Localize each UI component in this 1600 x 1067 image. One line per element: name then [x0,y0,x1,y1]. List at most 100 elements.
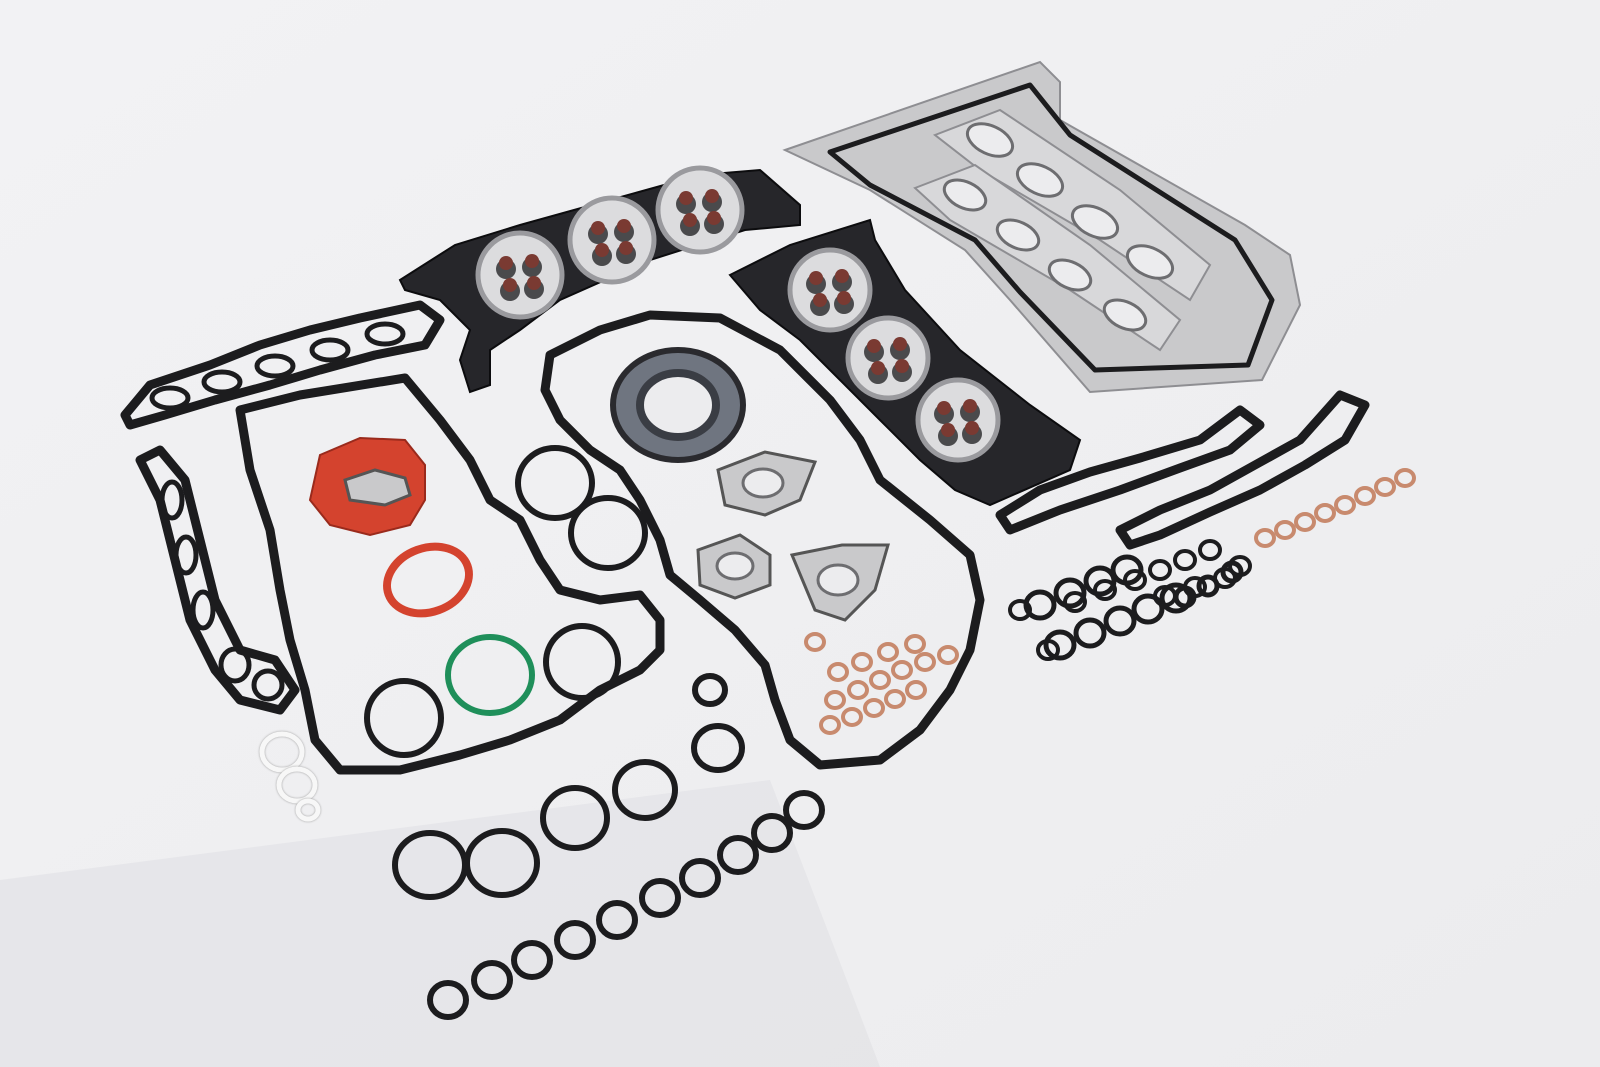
exhaust-manifold-gasket [789,543,890,622]
o-ring [679,858,721,898]
o-ring [1083,565,1117,597]
spark-plug-tube-seal [1115,390,1370,550]
o-ring [1228,555,1252,577]
o-ring [511,940,553,980]
valve-stem-seal [496,256,516,279]
valve-stem-seal [500,278,520,301]
copper-washer [1334,495,1356,515]
o-ring [596,900,638,940]
o-ring [543,623,621,701]
o-ring [1198,539,1222,561]
white-ring [259,731,305,773]
valve-stem-seal [676,191,696,214]
copper-washer [804,632,826,652]
o-ring [692,673,728,707]
white-ring [276,766,318,804]
valve-stem-seal [938,423,958,446]
manifold-gasket [932,108,1212,302]
o-ring [639,878,681,918]
o-ring [1093,579,1117,601]
o-ring [691,723,745,773]
exhaust-gasket-bead [827,82,1275,373]
o-ring [1073,617,1107,649]
exhaust-manifold-gasket [696,533,772,600]
copper-washer [824,690,846,710]
valve-stem-seal [834,291,854,314]
valve-stem-seals [496,189,982,446]
copper-washer [863,698,885,718]
o-ring [1213,567,1237,589]
exhaust-manifold-gasket [716,450,818,517]
o-ring [1123,569,1147,591]
copper-washer [841,707,863,727]
valve-stem-seal [592,243,612,266]
copper-washer [869,670,891,690]
green-ring-gasket [445,634,535,716]
o-ring [1063,591,1087,613]
o-ring [612,759,678,821]
steel-flange-gasket [343,468,412,507]
o-ring [471,960,513,1000]
valve-stem-seal [934,401,954,424]
copper-washer [1314,503,1336,523]
valve-cover-gasket [235,373,665,775]
o-ring [1159,582,1193,614]
valve-stem-seal [704,211,724,234]
o-ring [1008,599,1032,621]
valve-stem-seal [524,276,544,299]
o-ring [1131,593,1165,625]
copper-washer [1354,486,1376,506]
copper-washer [1254,528,1276,548]
spark-plug-tube-seal [995,405,1265,535]
valve-cover-gasket [540,310,985,770]
red-ring-gasket [383,542,473,618]
valve-stem-seal [868,361,888,384]
valve-stem-seal [960,399,980,422]
o-ring [464,828,540,898]
copper-washer [905,680,927,700]
valve-stem-seal [588,221,608,244]
copper-washer [1294,512,1316,532]
valve-stem-seal [864,339,884,362]
o-ring [540,785,610,851]
copper-washer [884,689,906,709]
background-shadow [0,780,880,1067]
valve-stem-seal [702,189,722,212]
white-ring [295,798,321,822]
copper-washer [847,680,869,700]
valve-stem-seal [806,271,826,294]
o-ring-set [364,445,1252,1020]
copper-washer [851,652,873,672]
o-ring [515,445,595,521]
copper-washer [937,645,959,665]
o-ring [717,835,759,875]
copper-washer [1374,477,1396,497]
o-ring [1173,549,1197,571]
o-ring [568,495,648,571]
o-ring [1103,605,1137,637]
valve-stem-seal [616,241,636,264]
copper-washer [891,660,913,680]
o-ring [1053,577,1087,609]
intake-manifold-gasket [135,445,300,715]
o-ring [1036,639,1060,661]
o-ring [554,920,596,960]
o-ring [783,790,825,830]
valve-stem-seal [810,293,830,316]
copper-washer [904,634,926,654]
valve-stem-seal [832,269,852,292]
o-ring [1153,585,1177,607]
copper-washer [819,715,841,735]
copper-washer [1394,468,1416,488]
o-ring [1043,629,1077,661]
valve-stem-seal [962,421,982,444]
copper-washer [877,642,899,662]
o-ring [1148,559,1172,581]
white-ring-set [259,731,321,822]
valve-stem-seal [680,213,700,236]
intake-manifold-gasket [120,300,445,430]
copper-washer [1274,520,1296,540]
valve-stem-seal [614,219,634,242]
